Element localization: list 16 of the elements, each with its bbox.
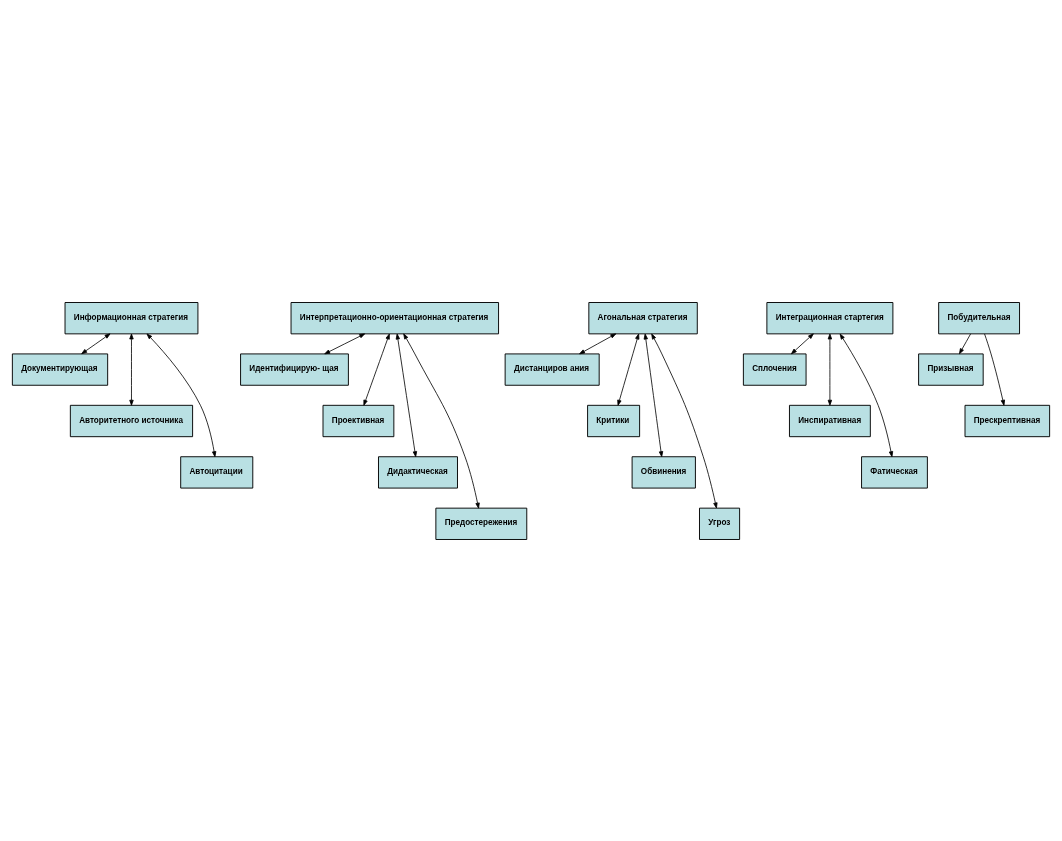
arrow <box>827 333 833 406</box>
arrow <box>643 333 664 457</box>
arrow <box>395 333 418 457</box>
arrow <box>839 333 894 457</box>
arrow <box>146 333 217 457</box>
arrow <box>129 333 134 406</box>
arrow <box>959 332 972 354</box>
arrow <box>651 333 718 508</box>
arrow <box>791 332 814 354</box>
arrow <box>363 333 390 406</box>
arrow <box>403 333 480 509</box>
arrow <box>579 332 617 354</box>
arrow <box>324 332 366 354</box>
arrow <box>81 332 111 354</box>
arrow <box>617 333 640 406</box>
arrow <box>984 333 1005 406</box>
